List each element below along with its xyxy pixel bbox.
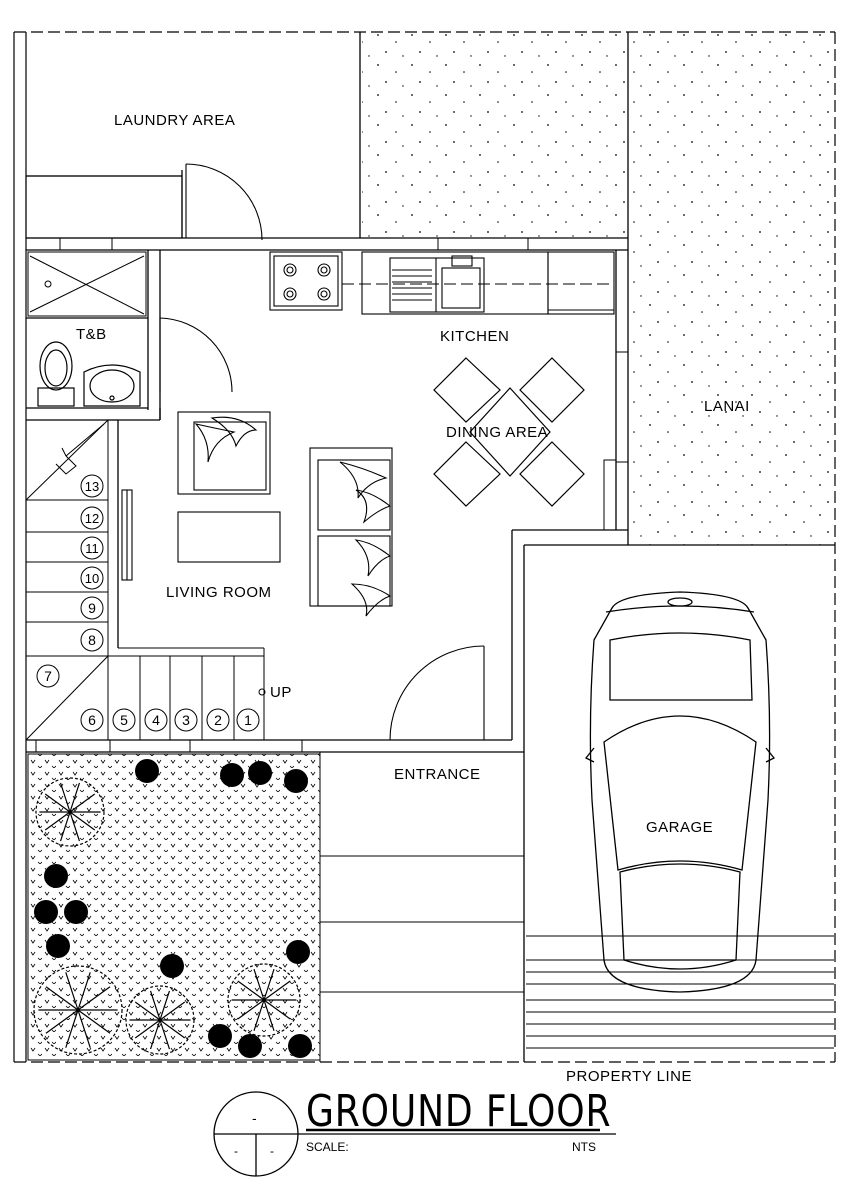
tree-icon	[33, 965, 123, 1055]
laundry-area-label: LAUNDRY AREA	[114, 112, 236, 129]
stair-step-circle	[80, 596, 104, 620]
shrub-icon	[286, 940, 310, 964]
scale-label: SCALE:	[306, 1140, 349, 1154]
stair-step-number: 3	[182, 712, 190, 728]
stair-step-number: 11	[85, 541, 99, 556]
tree-icon	[125, 985, 195, 1055]
windows	[35, 237, 629, 753]
shrub-icon	[220, 763, 244, 787]
up-label: UP	[270, 684, 292, 701]
shrub-icon	[64, 900, 88, 924]
shrub-icon	[238, 1034, 262, 1058]
symbol-right-mark: -	[270, 1144, 274, 1158]
shrub-icon	[284, 769, 308, 793]
stair-step-number: 6	[88, 712, 96, 728]
dining-set	[433, 357, 585, 507]
shrub-icon	[288, 1034, 312, 1058]
stair-step-number: 8	[88, 632, 96, 648]
tree-icon	[227, 963, 301, 1037]
laundry-counter	[25, 175, 183, 239]
stair-step-number: 4	[152, 712, 160, 728]
symbol-left-mark: -	[234, 1144, 238, 1158]
shrub-icon	[46, 934, 70, 958]
garage-label: GARAGE	[646, 819, 714, 836]
entrance-label: ENTRANCE	[394, 766, 481, 783]
stair-step-circle	[174, 708, 198, 732]
lanai-label: LANAI	[704, 398, 750, 415]
driveway	[319, 752, 834, 1062]
stair-step-circle	[80, 536, 104, 560]
stair-step-circle	[80, 708, 104, 732]
title-symbol	[213, 1091, 616, 1177]
shrub-icon	[135, 759, 159, 783]
tb-label: T&B	[76, 326, 107, 343]
lanai-floor	[630, 33, 834, 545]
stair-step-circle	[144, 708, 168, 732]
property-line	[14, 31, 836, 1063]
stair-step-number: 7	[44, 668, 52, 684]
living-room-label: LIVING ROOM	[166, 584, 272, 601]
stair-step-circle	[36, 664, 60, 688]
toilet-icon	[37, 341, 75, 407]
shrub-icon	[248, 761, 272, 785]
dining-area-label: DINING AREA	[446, 424, 549, 441]
stair-step-number: 1	[244, 712, 252, 728]
symbol-top-mark: -	[252, 1110, 257, 1126]
drawing-title: GROUND FLOOR	[306, 1086, 612, 1137]
stair-step-circle	[80, 566, 104, 590]
kitchen-counter	[269, 251, 615, 315]
shrubs	[34, 759, 312, 1058]
living-furniture	[121, 411, 393, 617]
stair-step-number: 2	[214, 712, 222, 728]
stair-step-circle	[236, 708, 260, 732]
tree-icon	[35, 777, 105, 847]
stair-step-circle	[80, 474, 104, 498]
paved-area-upper	[362, 33, 628, 238]
shrub-icon	[34, 900, 58, 924]
car-icon	[584, 591, 776, 993]
kitchen-label: KITCHEN	[440, 328, 510, 345]
shrub-icon	[44, 864, 68, 888]
shrub-icon	[208, 1024, 232, 1048]
stair-step-circle	[80, 506, 104, 530]
property-line-label: PROPERTY LINE	[566, 1068, 692, 1085]
scale-value: NTS	[572, 1140, 596, 1154]
lavatory-icon	[83, 364, 141, 407]
trees	[33, 777, 301, 1055]
staircase	[25, 419, 266, 741]
stair-step-number: 5	[120, 712, 128, 728]
stair-step-number: 10	[85, 571, 99, 586]
shrub-icon	[160, 954, 184, 978]
stair-step-number: 12	[85, 511, 99, 526]
stair-step-circle	[206, 708, 230, 732]
stair-step-circle	[112, 708, 136, 732]
doors	[159, 163, 485, 741]
shower	[27, 251, 147, 317]
stair-step-circle	[80, 628, 104, 652]
stair-step-number: 9	[88, 600, 96, 616]
stair-step-number: 13	[85, 479, 99, 494]
